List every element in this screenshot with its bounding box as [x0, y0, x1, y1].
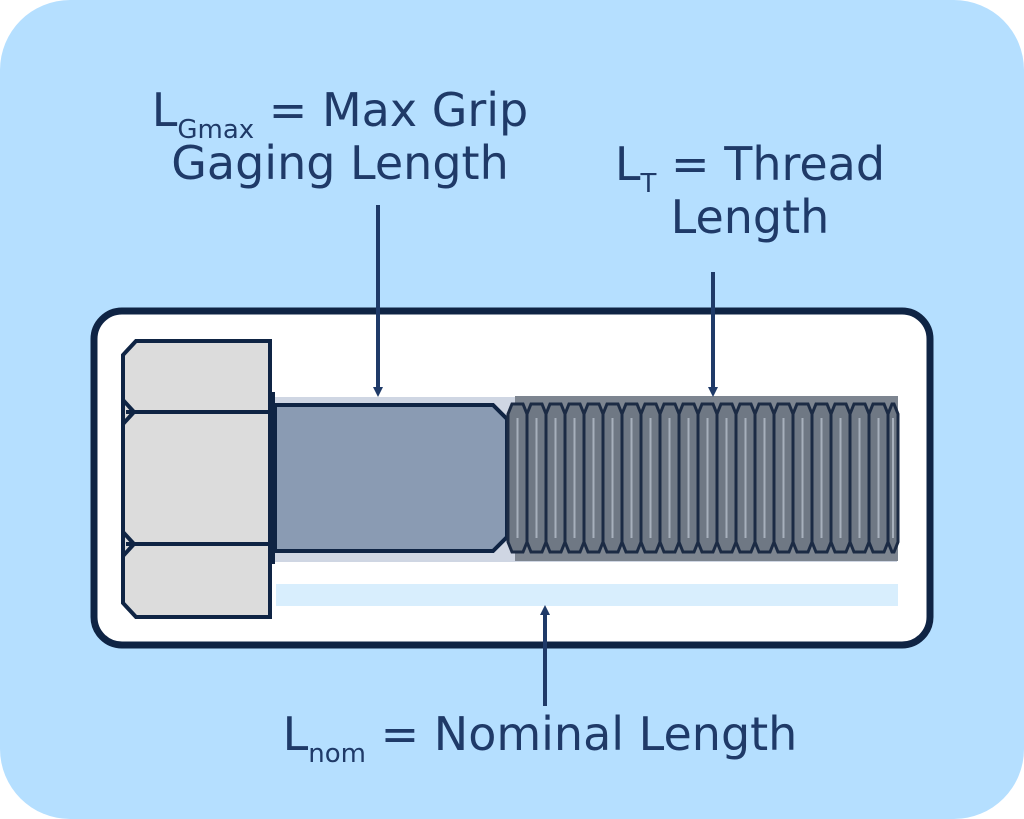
nominal-label-rest: = Nominal Length [366, 707, 798, 761]
bolt-head-chamfer-bottom [121, 530, 137, 558]
thread-label-rest: = Thread [656, 137, 886, 191]
grip-length-label: LGmax = Max Grip Gaging Length [110, 84, 570, 190]
nominal-symbol: L [282, 707, 309, 761]
thread-symbol: L [614, 137, 641, 191]
bolt-head-chamfer-top [121, 398, 137, 426]
thread-label-line2: Length [670, 189, 830, 244]
thread-label-line1: LT = Thread [585, 137, 915, 199]
bolt-head [121, 339, 272, 619]
nominal-length-bar [276, 584, 898, 606]
grip-label-line2: Gaging Length [171, 135, 509, 190]
grip-subscript: Gmax [177, 115, 255, 145]
grip-symbol: L [151, 83, 178, 137]
grip-label-line1: LGmax = Max Grip [110, 83, 570, 145]
nominal-length-label: Lnom = Nominal Length [225, 707, 855, 769]
thread-ridges [506, 402, 900, 554]
thread-length-label: LT = Thread Length [585, 138, 915, 244]
thread-subscript: T [640, 169, 657, 199]
grip-label-rest: = Max Grip [254, 83, 529, 137]
bolt-shank [273, 403, 509, 553]
nominal-subscript: nom [308, 739, 366, 769]
